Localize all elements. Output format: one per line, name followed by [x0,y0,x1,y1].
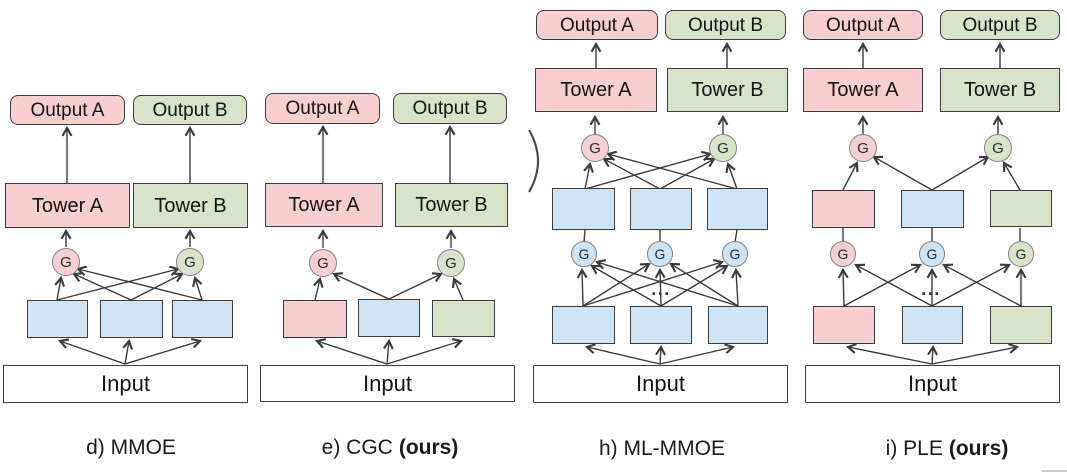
ple-mid-gate-b: G [1008,241,1034,267]
ple-lower-expert-shared [902,306,963,344]
ple-caption: i) PLE(ours) [885,437,1009,460]
ple-tower-a: Tower A [803,68,923,112]
ml-mmoe-mid-gate-2: G [647,241,673,267]
ple-lower-expert-task-b [990,306,1052,344]
ml-mmoe-lower-expert-2 [630,306,692,344]
ml-mmoe-gate-b: G [709,134,737,162]
ml-mmoe-upper-expert-1 [552,188,615,230]
cgc-gate-a: G [309,249,337,277]
mmoe-expert-1 [27,300,88,338]
cgc-expert-task-b [432,300,495,337]
mmoe-gate-b: G [176,248,204,276]
ml-mmoe-lower-expert-1 [552,306,615,344]
ml-mmoe-upper-expert-3 [707,188,768,230]
ple-tower-b: Tower B [940,68,1060,112]
ple-input: Input [805,365,1060,403]
ml-mmoe-gate-a: G [581,134,609,162]
cgc-tower-a: Tower A [265,183,383,227]
cgc-expert-task-a [283,300,347,338]
ple-output-b: Output B [940,10,1060,40]
ml-mmoe-tower-b: Tower B [667,68,788,112]
ple-mid-gate-shared: G [919,241,945,267]
ml-mmoe-tower-a: Tower A [535,68,657,112]
ple-upper-expert-shared [901,190,964,228]
mmoe-gate-a: G [52,248,80,276]
ml-mmoe-ellipsis: ... [651,279,671,300]
ml-mmoe-mid-gate-1: G [571,241,597,267]
cgc-gate-b: G [437,249,465,277]
cgc-expert-shared [358,299,420,337]
mmoe-expert-3 [172,300,233,338]
ple-output-a: Output A [803,10,923,40]
ple-upper-expert-task-b [990,190,1052,227]
ml-mmoe-arrows [576,41,742,365]
mmoe-tower-a: Tower A [5,183,130,228]
ple-ellipsis: ... [921,279,941,300]
ple-mid-gate-a: G [830,241,856,267]
mmoe-input: Input [3,365,248,403]
mmoe-tower-b: Tower B [133,183,248,228]
mmoe-arrows [54,125,203,365]
mmoe-expert-2 [100,300,163,338]
ple-gate-a: G [849,134,877,162]
mmoe-output-b: Output B [133,95,247,125]
cgc-output-a: Output A [265,93,380,124]
ml-mmoe-mid-gate-3: G [722,241,748,267]
ple-arrows [837,41,1027,365]
ml-mmoe-upper-expert-2 [630,188,692,230]
ple-gate-b: G [984,134,1012,162]
ple-upper-expert-task-a [812,190,875,228]
mmoe-caption: d) MMOE [86,436,176,459]
ml-mmoe-lower-expert-3 [708,306,768,344]
crop-artifact [1042,470,1067,475]
ml-mmoe-output-b: Output B [665,10,786,40]
mmoe-output-a: Output A [10,95,125,125]
ml-mmoe-caption: h) ML-MMOE [599,437,725,460]
cgc-input: Input [260,365,515,402]
separator-paren [528,129,539,193]
cgc-arrows [313,124,464,365]
ml-mmoe-output-a: Output A [536,10,658,40]
cgc-caption: e) CGC(ours) [321,436,459,459]
cgc-tower-b: Tower B [395,183,508,227]
cgc-output-b: Output B [393,93,507,124]
ml-mmoe-input: Input [533,365,788,403]
ple-lower-expert-task-a [813,306,875,344]
